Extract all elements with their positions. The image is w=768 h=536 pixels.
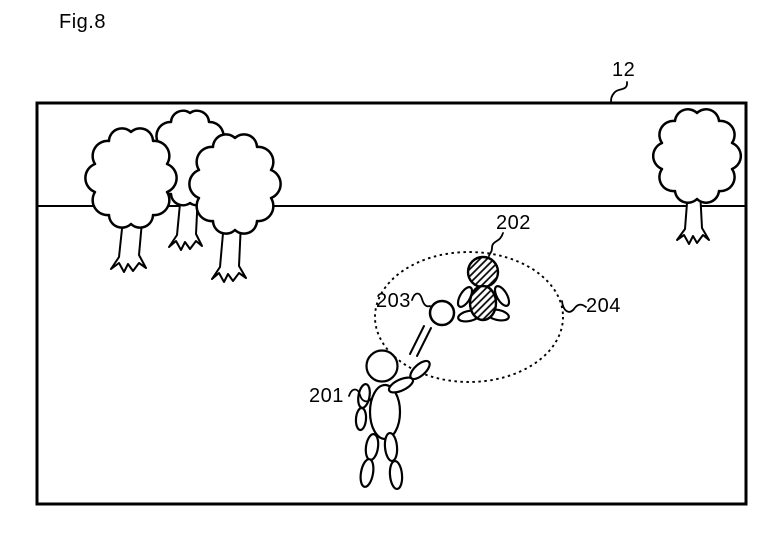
leader-12 [610, 81, 628, 104]
ball-icon [428, 299, 456, 327]
leader-201 [348, 388, 372, 403]
label-ball-203: 203 [376, 290, 411, 312]
tree-icon [652, 108, 742, 245]
leader-lines [348, 81, 628, 403]
stick-person-icon [354, 349, 431, 491]
dotted-region-ellipse [374, 251, 564, 383]
label-character-202: 202 [496, 212, 531, 234]
label-screen-12: 12 [612, 59, 636, 81]
label-player-201: 201 [309, 385, 344, 407]
leader-202 [488, 232, 504, 257]
leader-203 [411, 292, 431, 308]
tree-icon [188, 133, 282, 283]
leader-204 [561, 300, 587, 313]
tree-icon [84, 127, 178, 273]
label-region-204: 204 [586, 295, 621, 317]
motion-lines [409, 325, 432, 357]
hatched-character-icon [456, 255, 511, 323]
figure-title: Fig.8 [59, 11, 106, 33]
